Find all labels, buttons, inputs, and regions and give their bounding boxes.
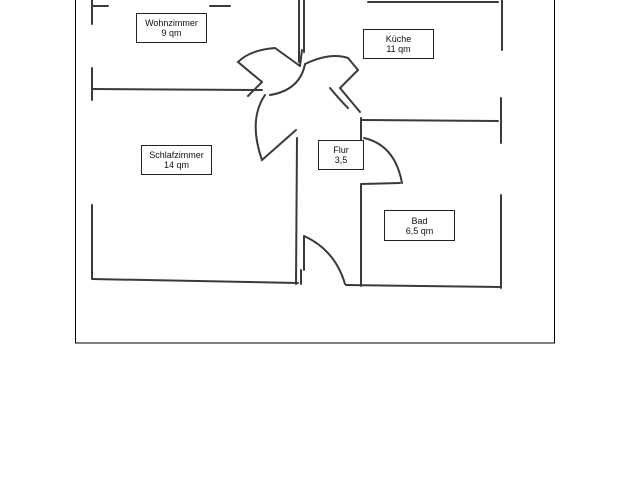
room-label-bad: Bad 6,5 qm [384, 210, 455, 241]
room-name: Wohnzimmer [145, 18, 198, 28]
room-name: Küche [385, 34, 412, 44]
room-area: 3,5 [334, 155, 348, 165]
plan-frame [75, 0, 555, 344]
doors [236, 46, 403, 285]
room-label-schlafzimmer: Schlafzimmer 14 qm [141, 145, 212, 175]
room-area: 6,5 qm [405, 225, 434, 236]
walls [91, 0, 503, 289]
room-name: Schlafzimmer [149, 150, 204, 160]
room-area: 9 qm [161, 28, 182, 38]
room-label-wohnzimmer: Wohnzimmer 9 qm [136, 13, 207, 43]
room-name: Flur [333, 145, 349, 155]
room-area: 11 qm [386, 44, 411, 54]
room-name: Bad [411, 215, 428, 226]
room-label-kueche: Küche 11 qm [363, 29, 434, 59]
room-label-flur: Flur 3,5 [318, 140, 364, 170]
room-area: 14 qm [163, 160, 189, 170]
